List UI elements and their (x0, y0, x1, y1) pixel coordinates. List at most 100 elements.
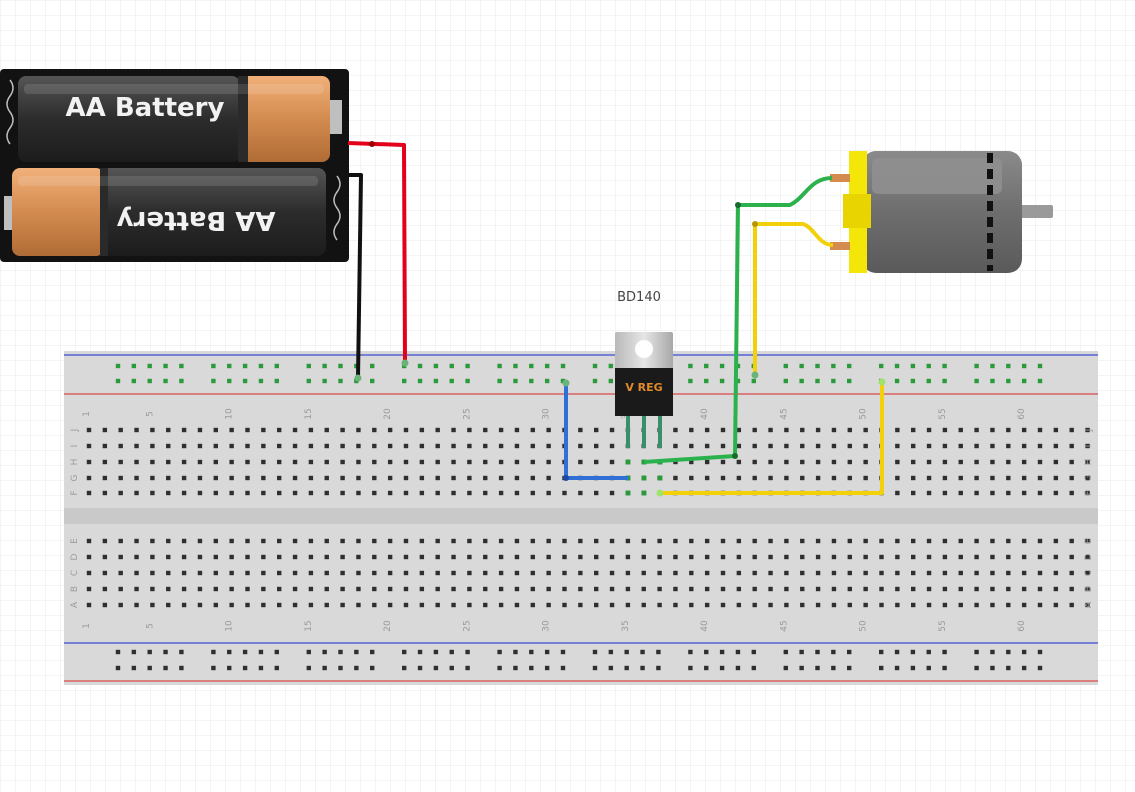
breadboard-hole (150, 490, 155, 496)
rail-hole (704, 363, 709, 369)
regulator-body (615, 368, 673, 416)
breadboard-hole (229, 427, 234, 433)
breadboard-hole (102, 490, 108, 496)
wire-yellow-board[interactable] (660, 382, 884, 495)
breadboard-hole (292, 459, 298, 465)
breadboard-hole (720, 475, 726, 481)
breadboard-hole (277, 427, 282, 433)
breadboard-hole (720, 427, 726, 433)
column-number-top: 50 (859, 408, 869, 420)
breadboard-hole (768, 570, 773, 576)
breadboard-hole (181, 443, 187, 449)
rail-hole (704, 665, 709, 671)
breadboard-hole (308, 459, 314, 465)
breadboard-hole (514, 602, 520, 608)
breadboard-hole (974, 586, 979, 592)
breadboard-hole (467, 443, 472, 449)
breadboard-hole (292, 554, 298, 560)
breadboard-hole (673, 538, 678, 544)
breadboard-hole (689, 538, 694, 544)
breadboard-hole (673, 443, 678, 449)
breadboard-hole (530, 538, 535, 544)
breadboard-hole (784, 443, 789, 449)
row-letter-top: I (70, 445, 80, 448)
breadboard-hole (498, 443, 504, 449)
breadboard-hole (277, 490, 282, 496)
breadboard-hole (134, 586, 139, 592)
breadboard-hole (1037, 554, 1043, 560)
wire-green[interactable] (643, 176, 833, 464)
breadboard-hole (1021, 538, 1027, 544)
breadboard-hole (277, 554, 282, 560)
breadboard[interactable]: 1155101015152020252530303535404045455050… (64, 351, 1098, 685)
breadboard-hole (784, 538, 789, 544)
breadboard-hole (292, 602, 298, 608)
battery-pack[interactable]: AA Battery AA Battery (0, 69, 349, 262)
rail-hole (831, 363, 836, 369)
rail-hole (608, 378, 614, 384)
rail-hole (799, 378, 804, 384)
breadboard-hole (847, 554, 852, 560)
dc-motor[interactable] (830, 151, 1053, 273)
wire-red[interactable] (347, 141, 407, 364)
wire-end (878, 378, 886, 386)
rail-hole (513, 363, 518, 369)
breadboard-hole (229, 443, 234, 449)
wire-end (562, 379, 570, 387)
wire-yellow-motor[interactable] (753, 222, 834, 372)
rail-hole (1021, 363, 1027, 369)
voltage-regulator[interactable]: BD140 V REG (615, 290, 673, 448)
breadboard-hole (419, 490, 425, 496)
rail-hole (179, 665, 184, 671)
breadboard-hole (736, 427, 742, 433)
breadboard-hole (102, 554, 108, 560)
breadboard-hole (689, 443, 694, 449)
breadboard-hole (514, 459, 520, 465)
breadboard-hole (641, 554, 646, 560)
breadboard-hole (752, 427, 757, 433)
column-number-top: 30 (542, 408, 552, 420)
breadboard-hole (483, 570, 488, 576)
rail-hole (370, 665, 375, 671)
breadboard-hole (736, 538, 742, 544)
rail-hole (131, 363, 137, 369)
breadboard-hole (467, 538, 472, 544)
breadboard-hole (118, 602, 123, 608)
breadboard-hole (197, 475, 203, 481)
rail-hole (624, 665, 629, 671)
breadboard-hole (704, 459, 710, 465)
breadboard-hole (166, 554, 171, 560)
breadboard-hole (372, 570, 377, 576)
breadboard-hole (277, 475, 282, 481)
breadboard-hole (435, 427, 440, 433)
breadboard-hole (197, 554, 203, 560)
breadboard-hole (514, 490, 520, 496)
breadboard-hole (197, 459, 203, 465)
breadboard-hole (530, 459, 535, 465)
breadboard-hole (419, 602, 425, 608)
rail-hole (815, 649, 820, 655)
rail-hole (847, 665, 852, 671)
breadboard-hole (1006, 475, 1011, 481)
breadboard-hole (1037, 602, 1043, 608)
breadboard-hole (990, 490, 995, 496)
breadboard-hole (213, 570, 218, 576)
rail-hole (560, 378, 566, 384)
breadboard-hole (514, 570, 520, 576)
breadboard-hole (990, 427, 995, 433)
breadboard-hole (641, 538, 646, 544)
rail-hole (370, 649, 375, 655)
wire-black[interactable] (347, 173, 363, 379)
breadboard-hole (815, 427, 821, 433)
rail-hole (704, 649, 709, 655)
row-letter-top: G (1084, 474, 1094, 481)
breadboard-hole (1085, 570, 1090, 576)
rail-hole (513, 665, 518, 671)
breadboard-hole (800, 570, 805, 576)
breadboard-hole (118, 586, 123, 592)
breadboard-hole (863, 538, 868, 544)
rail-hole (926, 363, 931, 369)
breadboard-hole (720, 570, 726, 576)
breadboard-hole (958, 475, 963, 481)
breadboard-hole (879, 602, 884, 608)
